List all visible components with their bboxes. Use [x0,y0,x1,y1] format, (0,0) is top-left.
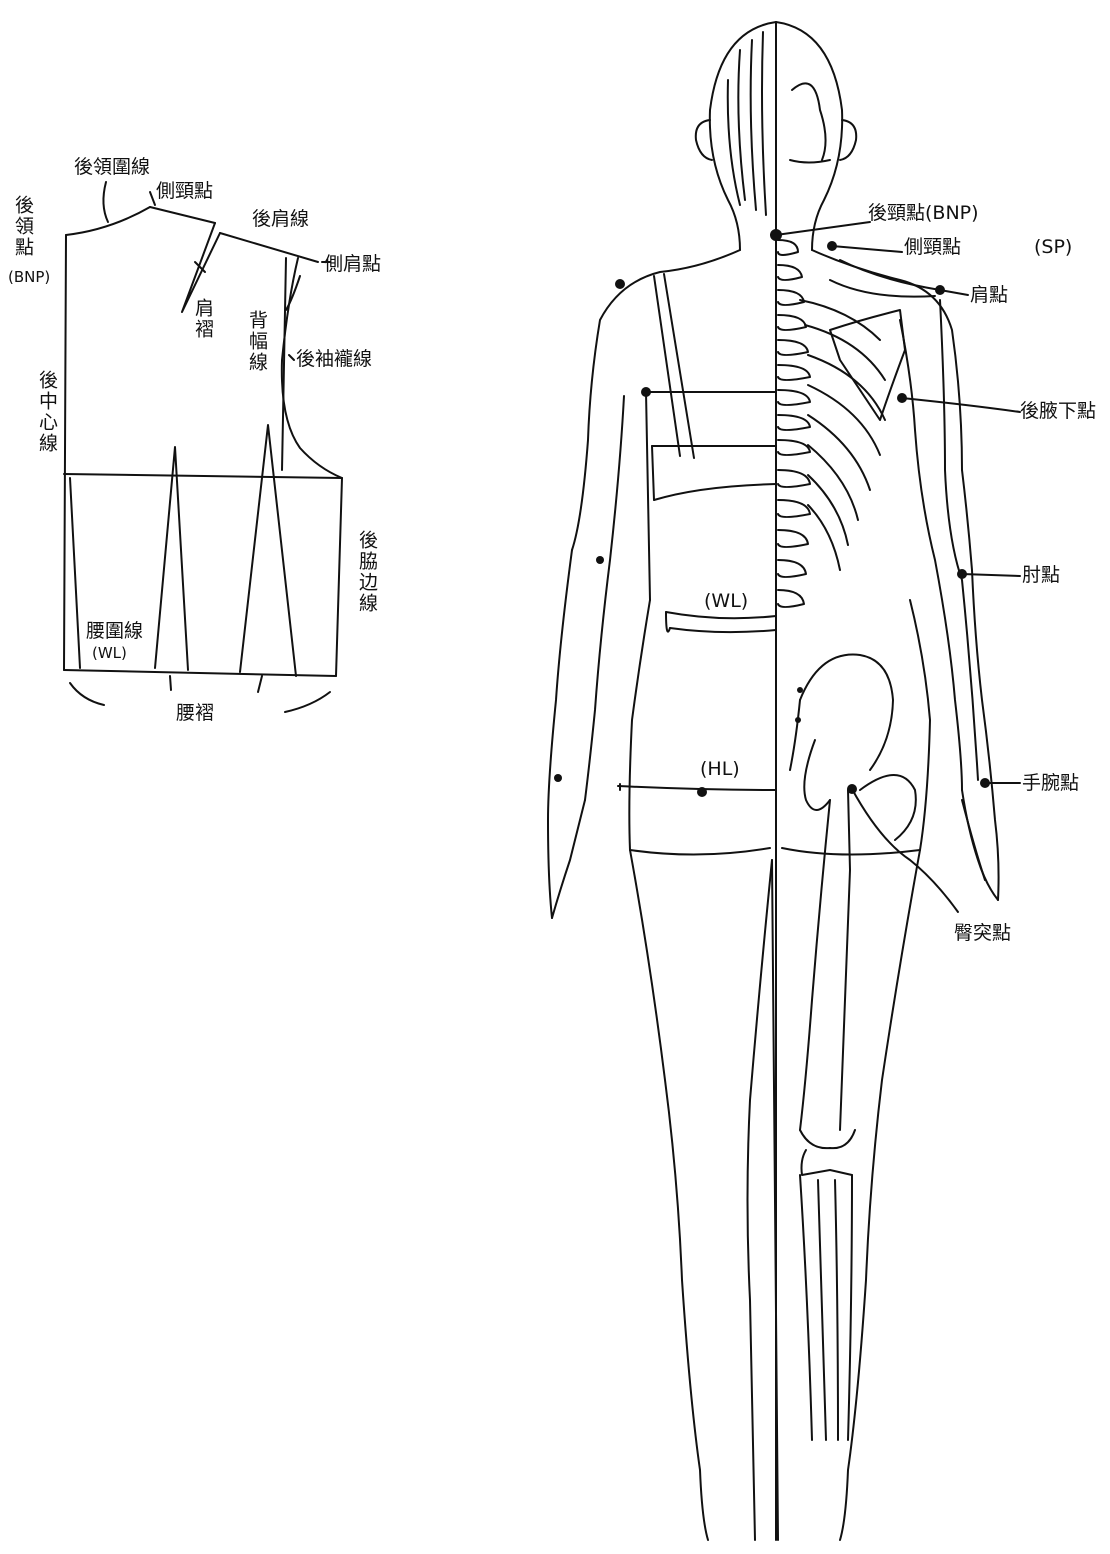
hip-line [618,786,776,790]
spine [778,240,810,607]
back-armhole-line-label: 後袖襱線 [296,350,372,370]
fig-back-armpit-point-label: 後腋下點 [1020,402,1096,422]
fig-wrist-point-label: 手腕點 [1022,774,1079,794]
waist-line-abbr: (WL) [92,646,127,662]
back-neckline-label: 後領圍線 [74,158,150,178]
side-shoulder-point-label: 側肩點 [324,255,381,275]
fig-hip-point-label: 臀突點 [954,924,1011,944]
side-neck-point-label: 側頸點 [156,182,213,202]
back-shoulder-line-a [150,207,215,223]
back-neck-point-abbr: (BNP) [8,270,50,286]
fig-back-neck-point-label: 後頸點(BNP) [868,204,979,224]
scapula [830,310,905,420]
fig-elbow-point-label: 肘點 [1022,566,1060,586]
back-neck-point-label: 後領點 [12,195,32,258]
ribs [800,300,885,570]
pelvis [800,655,893,770]
chest-line [64,474,342,478]
back-side-seam-label: 後脇边線 [356,530,376,614]
fig-side-neck-point-label: 側頸點 [904,238,961,258]
fig-hl-label: (HL) [700,760,740,780]
shoulder-dart-label: 肩褶 [192,298,212,340]
back-shoulder-line-b [220,233,318,262]
fig-wl-label: (WL) [704,592,748,612]
back-shoulder-line-label: 後肩線 [252,210,309,230]
waist-dart-label: 腰褶 [176,704,214,724]
center-back-line [64,235,66,670]
fig-sp-label: (SP) [1034,238,1072,258]
waist-dart-2 [240,425,296,676]
back-width-line-label: 背幅線 [246,310,266,373]
side-seam [336,478,342,676]
fig-shoulder-point-label: 肩點 [970,286,1008,306]
waist-line-label: 腰圍線 [86,622,143,642]
femur [840,790,850,1130]
center-back-line-label: 後中心線 [36,370,56,454]
waist-dart-1 [155,447,188,670]
